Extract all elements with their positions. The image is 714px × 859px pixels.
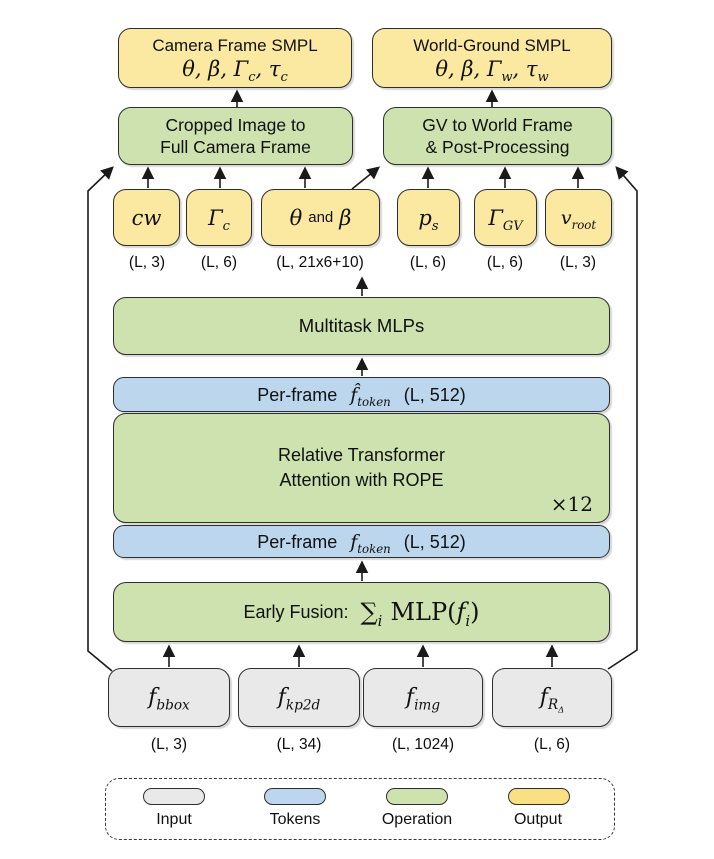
cropped-to-full-frame-box: Cropped Image to Full Camera Frame — [118, 107, 353, 165]
camera-frame-smpl-box: Camera Frame SMPL θ, β, Γc, τc — [118, 28, 352, 88]
input-fkp2d-dim: (L, 34) — [276, 736, 322, 753]
input-fimg-label: fimg — [405, 685, 441, 714]
input-fkp2d-label: fkp2d — [277, 685, 321, 714]
per-frame-fhat-prefix: Per-frame — [257, 384, 338, 405]
param-vroot-dim: (L, 3) — [559, 254, 597, 271]
param-gamma-gv-label: ΓGV — [488, 205, 523, 234]
param-ps-label: ps — [418, 205, 439, 234]
input-fimg-box: fimg — [363, 668, 483, 727]
per-frame-fhat-dim: (L, 512) — [403, 384, 466, 405]
world-ground-smpl-params: θ, β, Γw, τw — [435, 56, 549, 85]
legend-output-label: Output — [513, 811, 563, 828]
legend-input-label: Input — [156, 811, 192, 828]
sum-symbol: ∑i — [360, 598, 383, 630]
mlp-function: MLP( — [390, 598, 457, 626]
param-cw-label: cw — [131, 205, 162, 230]
param-gamma-gv-box: ΓGV — [474, 189, 537, 246]
ftoken-symbol: ftoken — [350, 530, 391, 556]
world-ground-smpl-box: World-Ground SMPL θ, β, Γw, τw — [372, 28, 612, 88]
param-ps-dim: (L, 6) — [409, 254, 447, 271]
input-fkp2d-box: fkp2d — [238, 668, 360, 727]
input-fimg-dim: (L, 1024) — [391, 736, 455, 753]
per-frame-ftoken-dim: (L, 512) — [403, 531, 466, 552]
legend-operation-swatch — [386, 788, 448, 805]
param-vroot-label: vroot — [560, 206, 597, 232]
param-ps-box: ps — [397, 189, 460, 246]
legend-tokens-swatch — [264, 788, 326, 805]
input-frdelta-label: fRΔ — [539, 684, 565, 716]
mlp-close-paren: ) — [470, 598, 480, 626]
legend-input-swatch — [143, 788, 205, 805]
legend-box — [105, 778, 615, 840]
multitask-mlps-label: Multitask MLPs — [298, 315, 425, 336]
fhat-token-symbol: f̂token — [350, 383, 391, 409]
transformer-line2: Attention with ROPE — [279, 470, 444, 490]
input-fbbox-label: fbbox — [148, 685, 190, 714]
param-and-word: and — [308, 209, 334, 226]
param-theta-beta-box: θ and β — [261, 189, 380, 246]
early-fusion-formula: ∑i MLP( fi ) — [360, 598, 480, 630]
input-fbbox-dim: (L, 3) — [150, 736, 188, 753]
legend-operation-label: Operation — [381, 811, 453, 828]
legend-tokens-label: Tokens — [269, 811, 321, 828]
input-frdelta-box: fRΔ — [492, 668, 612, 727]
input-frdelta-dim: (L, 6) — [533, 736, 571, 753]
input-fbbox-box: fbbox — [108, 668, 230, 727]
param-gamma-gv-dim: (L, 6) — [486, 254, 524, 271]
camera-frame-smpl-params: θ, β, Γc, τc — [182, 56, 288, 85]
gv-to-world-frame-line1: GV to World Frame — [422, 115, 573, 135]
param-gamma-c-dim: (L, 6) — [200, 254, 238, 271]
param-gamma-c-label: Γc — [208, 205, 230, 234]
param-vroot-box: vroot — [545, 189, 612, 246]
cropped-to-full-frame-line1: Cropped Image to — [165, 115, 306, 135]
per-frame-ftoken-prefix: Per-frame — [257, 531, 338, 552]
param-cw-box: cw — [113, 189, 180, 246]
per-frame-fhat-token-box: Per-frame f̂token (L, 512) — [113, 377, 610, 412]
param-gamma-c-box: Γc — [186, 189, 252, 246]
legend-output-swatch — [508, 788, 570, 805]
param-theta-beta-dim: (L, 21x6+10) — [276, 254, 364, 271]
gv-to-world-frame-box: GV to World Frame & Post-Processing — [383, 107, 612, 165]
gv-to-world-frame-line2: & Post-Processing — [425, 137, 570, 157]
world-ground-smpl-title: World-Ground SMPL — [413, 35, 571, 55]
camera-frame-smpl-title: Camera Frame SMPL — [152, 35, 318, 55]
transformer-line1: Relative Transformer — [277, 445, 446, 465]
param-beta-label: β — [339, 205, 352, 230]
param-cw-dim: (L, 3) — [128, 254, 166, 271]
param-theta-label: θ — [289, 205, 303, 230]
transformer-repeat-count: ×12 — [550, 492, 593, 516]
early-fusion-box: Early Fusion: ∑i MLP( fi ) — [113, 582, 610, 642]
multitask-mlps-box: Multitask MLPs — [113, 297, 610, 355]
early-fusion-label: Early Fusion: — [243, 601, 349, 622]
cropped-to-full-frame-line2: Full Camera Frame — [160, 137, 311, 157]
mlp-argument: fi — [456, 598, 471, 630]
transformer-box: Relative Transformer Attention with ROPE… — [113, 413, 610, 523]
per-frame-ftoken-box: Per-frame ftoken (L, 512) — [113, 525, 610, 558]
